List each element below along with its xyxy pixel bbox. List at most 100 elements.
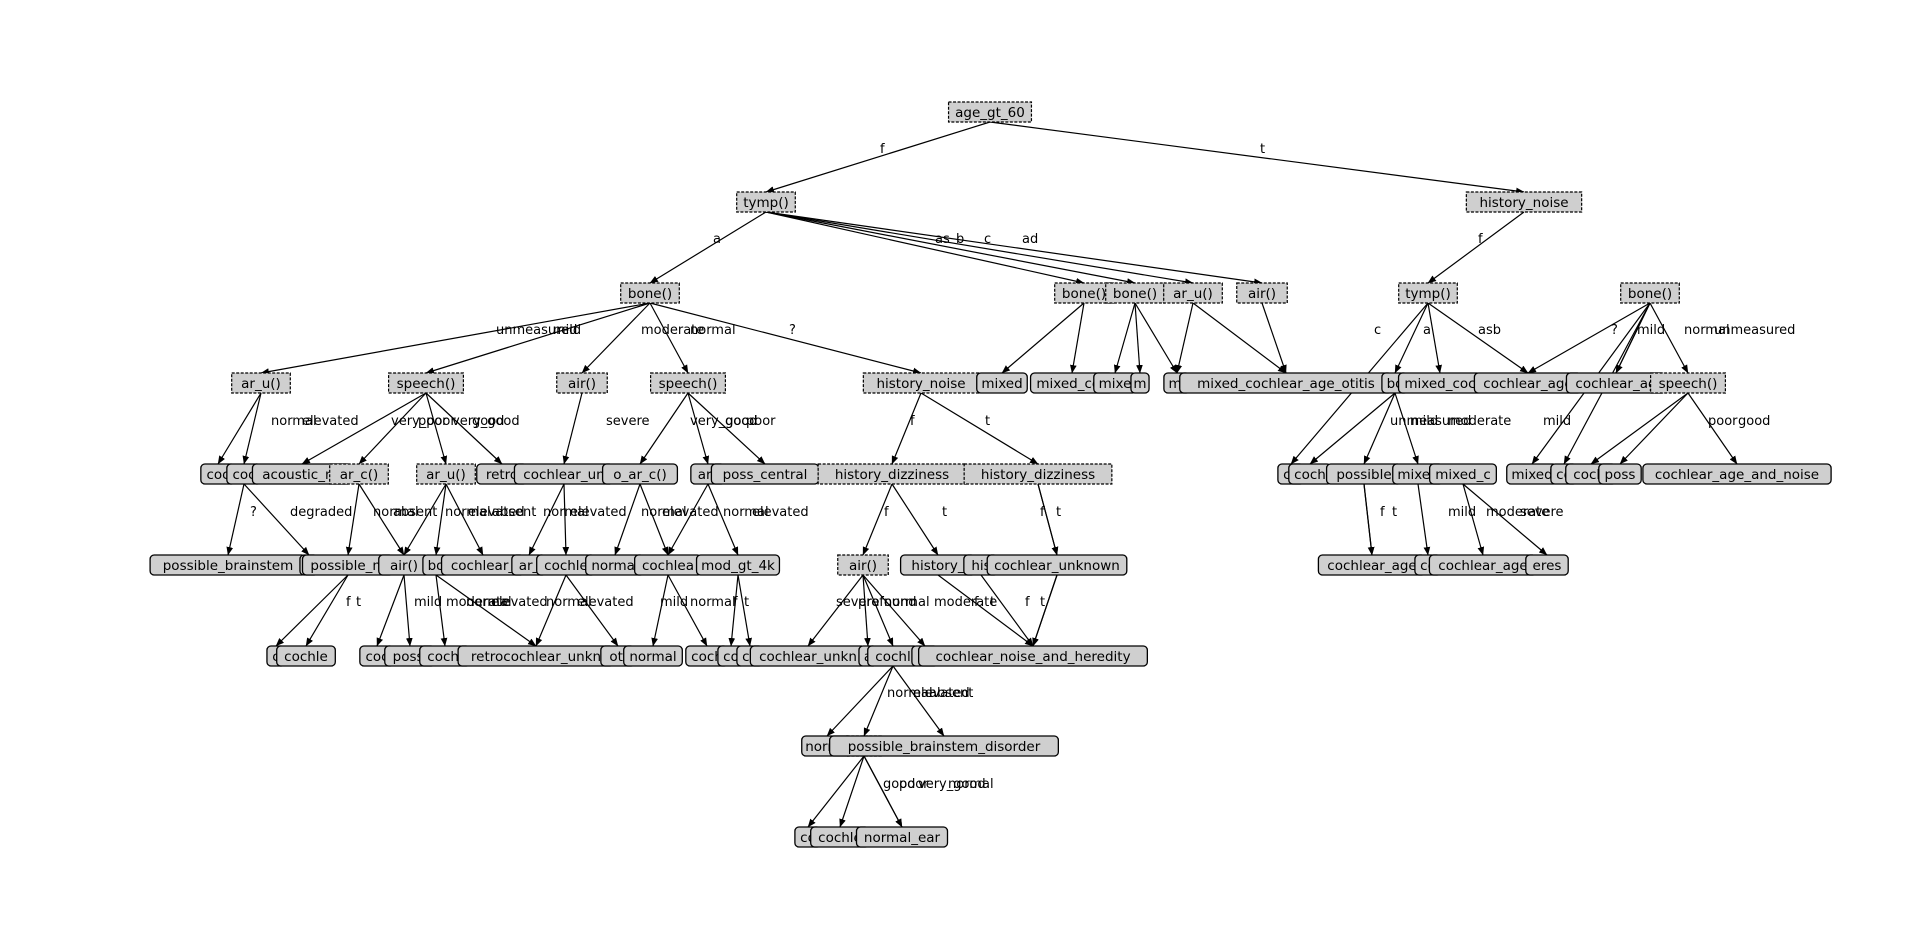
edge-label: mild [1410,414,1438,429]
tree-edge [1113,302,1136,374]
node-label: mixed [1511,467,1552,483]
node-label: mixed_coc [1404,376,1475,392]
node-label: speech() [659,376,718,392]
tree-edge [920,392,1039,465]
edge-label: t [356,595,361,610]
tree-edge [425,392,448,465]
tree-edge [1687,392,1738,465]
decision-node: history_dizziness [817,463,967,485]
edge-label: normal [690,595,736,610]
node-label: m [1133,376,1146,392]
edge-label: mild [1637,323,1665,338]
tree-edge [765,211,1085,285]
tree-edge [345,483,360,556]
edge-label: moderate [641,323,704,338]
node-label: cochlear_age [1483,376,1572,392]
edge-label: ad [1022,232,1038,247]
decision-node: history_noise [862,372,980,394]
node-label: speech() [397,376,456,392]
leaf-node: mixed [976,372,1028,394]
leaf-node: cochlear_age [1428,554,1538,576]
node-box [1649,372,1726,394]
tree-edge [1462,483,1485,556]
edge-label: ? [250,505,257,520]
node-box [1236,282,1288,304]
node-label: ar_c() [340,467,379,483]
edge-label: normal [373,505,419,520]
edge-label: elevated [752,505,809,520]
tree-edge [728,574,739,647]
node-label: normal_ear [864,830,941,846]
edge-label: poor [899,777,929,792]
edge-label: absent [929,686,973,701]
tree-edge [435,574,537,647]
edge-label: severe [606,414,650,429]
edge-label: unmeasured [496,323,577,338]
node-label: coch [1294,467,1326,483]
leaf-node: mixe [1093,372,1137,394]
edge-label: b [956,232,964,247]
edge-label: very_good [452,414,520,429]
edge-label: elevated [468,505,525,520]
edge-label: normal [723,505,769,520]
node-label: cochlear_unkn [759,649,857,665]
edge-label: f [733,595,738,610]
leaf-node: cochle [536,554,596,576]
tree-edge [528,483,565,556]
node-box [1642,463,1832,485]
tree-edge [862,574,871,647]
node-box [855,826,949,848]
edge-label: severe [836,595,880,610]
tree-edge [403,574,413,647]
node-label: cochlear_ag [1575,376,1656,392]
node-label: o_ar_c() [613,467,667,483]
tree-edge [649,302,689,374]
leaf-node: poss [1598,463,1642,485]
tree-edge [1032,574,1058,647]
node-box [736,191,796,213]
edge-label: poor [418,414,448,429]
edge-label: ? [1611,323,1618,338]
edge-label: normal [271,414,317,429]
tree-edge [614,483,641,556]
tree-edge [562,483,570,556]
node-label: history_noise [876,376,965,392]
tree-edge [1417,483,1431,556]
edge-label: normal [466,595,512,610]
node-label: co [723,649,739,665]
edge-label: mild [1448,505,1476,520]
tree-edge [862,574,894,647]
leaf-node: o_ar_c() [601,463,679,485]
node-box [1598,463,1642,485]
node-label: mixed_coc [1036,376,1107,392]
node-box [620,282,680,304]
decision-node: ar_u() [1163,282,1223,304]
tree-edge [826,665,894,737]
tree-edge [765,211,1263,286]
leaf-node: cochlear_age_and_noise [1642,463,1832,485]
edge-label: elevated [570,505,627,520]
node-label: mixe [1099,376,1132,392]
edge-label: mild [553,323,581,338]
decision-node: air() [1236,282,1288,304]
edge-label: c [984,232,991,247]
leaf-node: mixed_cochlear_age_otitis [1179,372,1393,394]
node-box [623,645,683,667]
node-box [556,372,608,394]
node-label: cochle [818,830,862,846]
node-label: retrocochlear_unkn [471,649,601,665]
edge-label: poor [746,414,776,429]
decision-node: ar_u() [416,463,476,485]
tree-edge [243,483,310,556]
node-label: ar_u() [241,376,281,392]
tree-edge [433,483,447,556]
edge-label: very_poor [391,414,456,429]
node-label: air() [390,558,418,574]
node-label: mixed_c [1435,467,1491,483]
node-label: poss [1605,467,1636,483]
node-label: oti [609,649,626,665]
node-label: acoustic_ne [262,467,342,483]
tree-edge [1134,302,1178,374]
tree-edge [649,302,922,375]
